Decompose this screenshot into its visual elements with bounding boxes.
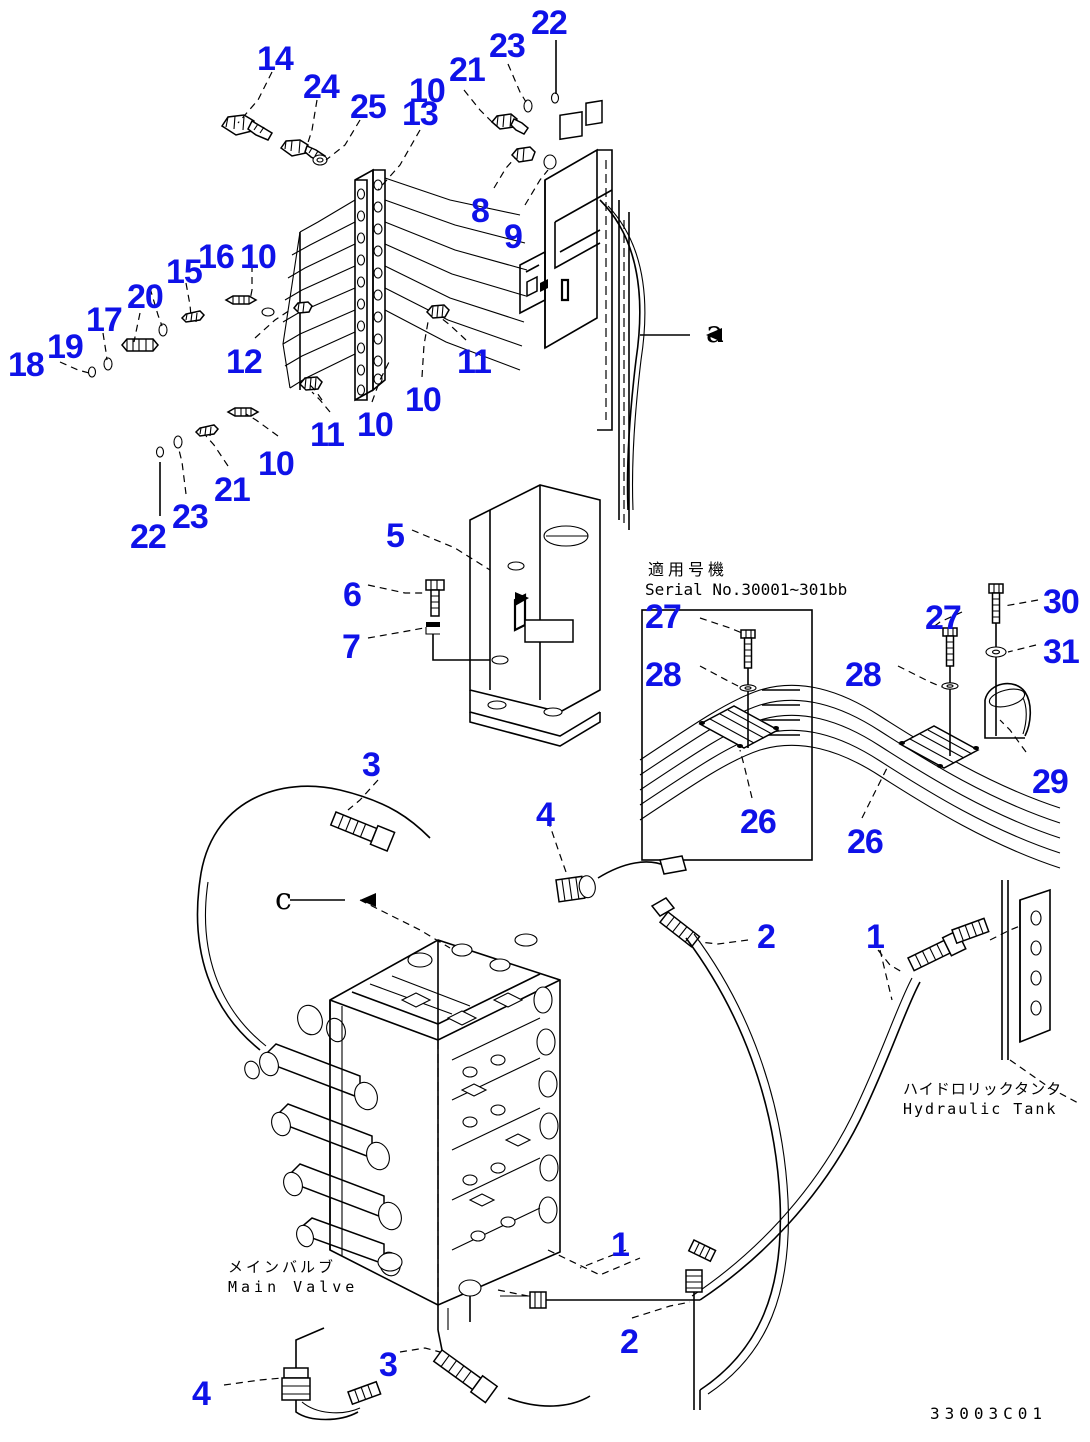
callout-number: 15 <box>166 253 203 291</box>
callout-number: 2 <box>620 1323 639 1361</box>
callout-number: 10 <box>357 406 394 444</box>
callout-number: 4 <box>536 796 555 834</box>
callout-number: 8 <box>471 192 490 230</box>
callout-number: 3 <box>362 746 381 784</box>
callout-number: 14 <box>257 40 294 78</box>
section-mark-c: c <box>275 882 292 917</box>
callout-number: 1 <box>866 918 885 956</box>
callout-number: 1 <box>611 1226 630 1264</box>
callout-number: 12 <box>226 343 263 381</box>
callout-number: 10 <box>258 445 295 483</box>
callout-number: 3 <box>379 1346 398 1384</box>
callout-number: 24 <box>303 68 340 106</box>
callout-number: 26 <box>847 823 884 861</box>
callout-number: 11 <box>457 343 492 381</box>
callout-number: 9 <box>504 218 523 256</box>
main-valve-label-jp: メインバルブ <box>228 1258 337 1276</box>
callout-number: 5 <box>386 517 405 555</box>
callout-number: 18 <box>8 346 45 384</box>
callout-number: 6 <box>343 576 362 614</box>
callout-number: 30 <box>1043 583 1080 621</box>
serial-note-jp: 適用号機 <box>648 560 729 579</box>
callout-number: 27 <box>925 599 962 637</box>
callout-number: 21 <box>449 51 486 89</box>
callout-number: 23 <box>489 27 526 65</box>
callout-number: 28 <box>645 656 682 694</box>
callout-number: 11 <box>310 416 345 454</box>
callout-number: 31 <box>1043 633 1080 671</box>
callout-number: 22 <box>531 4 568 42</box>
callout-number: 10 <box>409 72 446 110</box>
callout-number: 16 <box>198 238 235 276</box>
callout-number: 20 <box>127 278 164 316</box>
hydraulic-tank-label-en: Hydraulic Tank <box>903 1100 1058 1118</box>
callout-number: 13 <box>402 95 439 133</box>
callout-number: 25 <box>350 88 387 126</box>
callout-number: 22 <box>130 518 167 556</box>
callout-number: 28 <box>845 656 882 694</box>
callout-number: 19 <box>47 328 84 366</box>
callout-number: 7 <box>342 628 361 666</box>
callout-number: 17 <box>86 301 123 339</box>
callout-number: 26 <box>740 803 777 841</box>
callout-number: 10 <box>405 381 442 419</box>
callout-number: 10 <box>240 238 277 276</box>
callout-number: 21 <box>214 471 251 509</box>
section-mark-a: a <box>706 315 724 350</box>
main-valve-label-en: Main Valve <box>228 1278 359 1296</box>
callout-number: 27 <box>645 598 682 636</box>
callout-number: 4 <box>192 1375 211 1413</box>
drawing-number: 33003C01 <box>930 1404 1048 1423</box>
serial-note-en: Serial No.30001~301bb <box>645 580 848 599</box>
callout-number: 2 <box>757 918 776 956</box>
callout-number: 23 <box>172 498 209 536</box>
hydraulic-tank-label-jp: ハイドロリックタンク <box>903 1080 1063 1098</box>
callout-number: 29 <box>1032 763 1069 801</box>
